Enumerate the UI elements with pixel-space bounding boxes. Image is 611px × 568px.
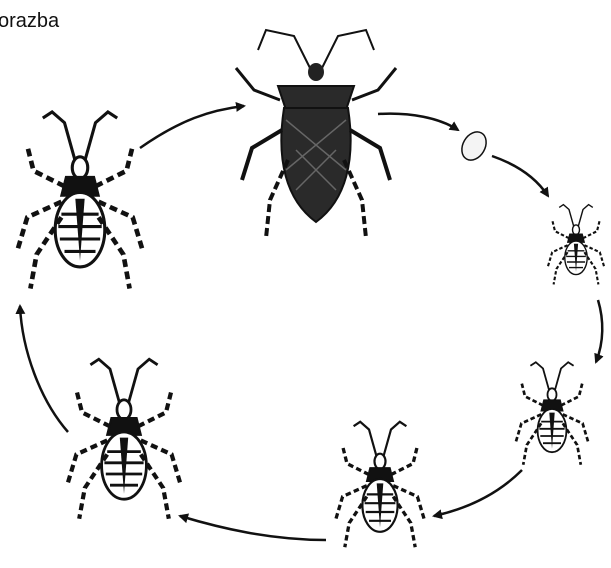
arrow-egg-to-nymph1	[492, 156, 548, 196]
arrow-nymph3-to-nymph4	[180, 516, 326, 540]
nymph-4-icon	[68, 359, 180, 519]
arrow-nymph4-to-nymph5	[20, 306, 68, 432]
egg-icon	[457, 128, 491, 165]
nymph-1-icon	[548, 205, 604, 285]
arrow-nymph2-to-nymph3	[434, 470, 522, 516]
arrow-nymph5-to-adult	[140, 106, 244, 148]
adult-bug-icon	[236, 30, 396, 238]
arrow-nymph1-to-nymph2	[596, 300, 602, 362]
nymph-5-icon	[18, 112, 142, 289]
arrow-adult-to-egg	[378, 114, 458, 130]
nymph-2-icon	[516, 362, 588, 465]
nymph-3-icon	[336, 422, 424, 547]
